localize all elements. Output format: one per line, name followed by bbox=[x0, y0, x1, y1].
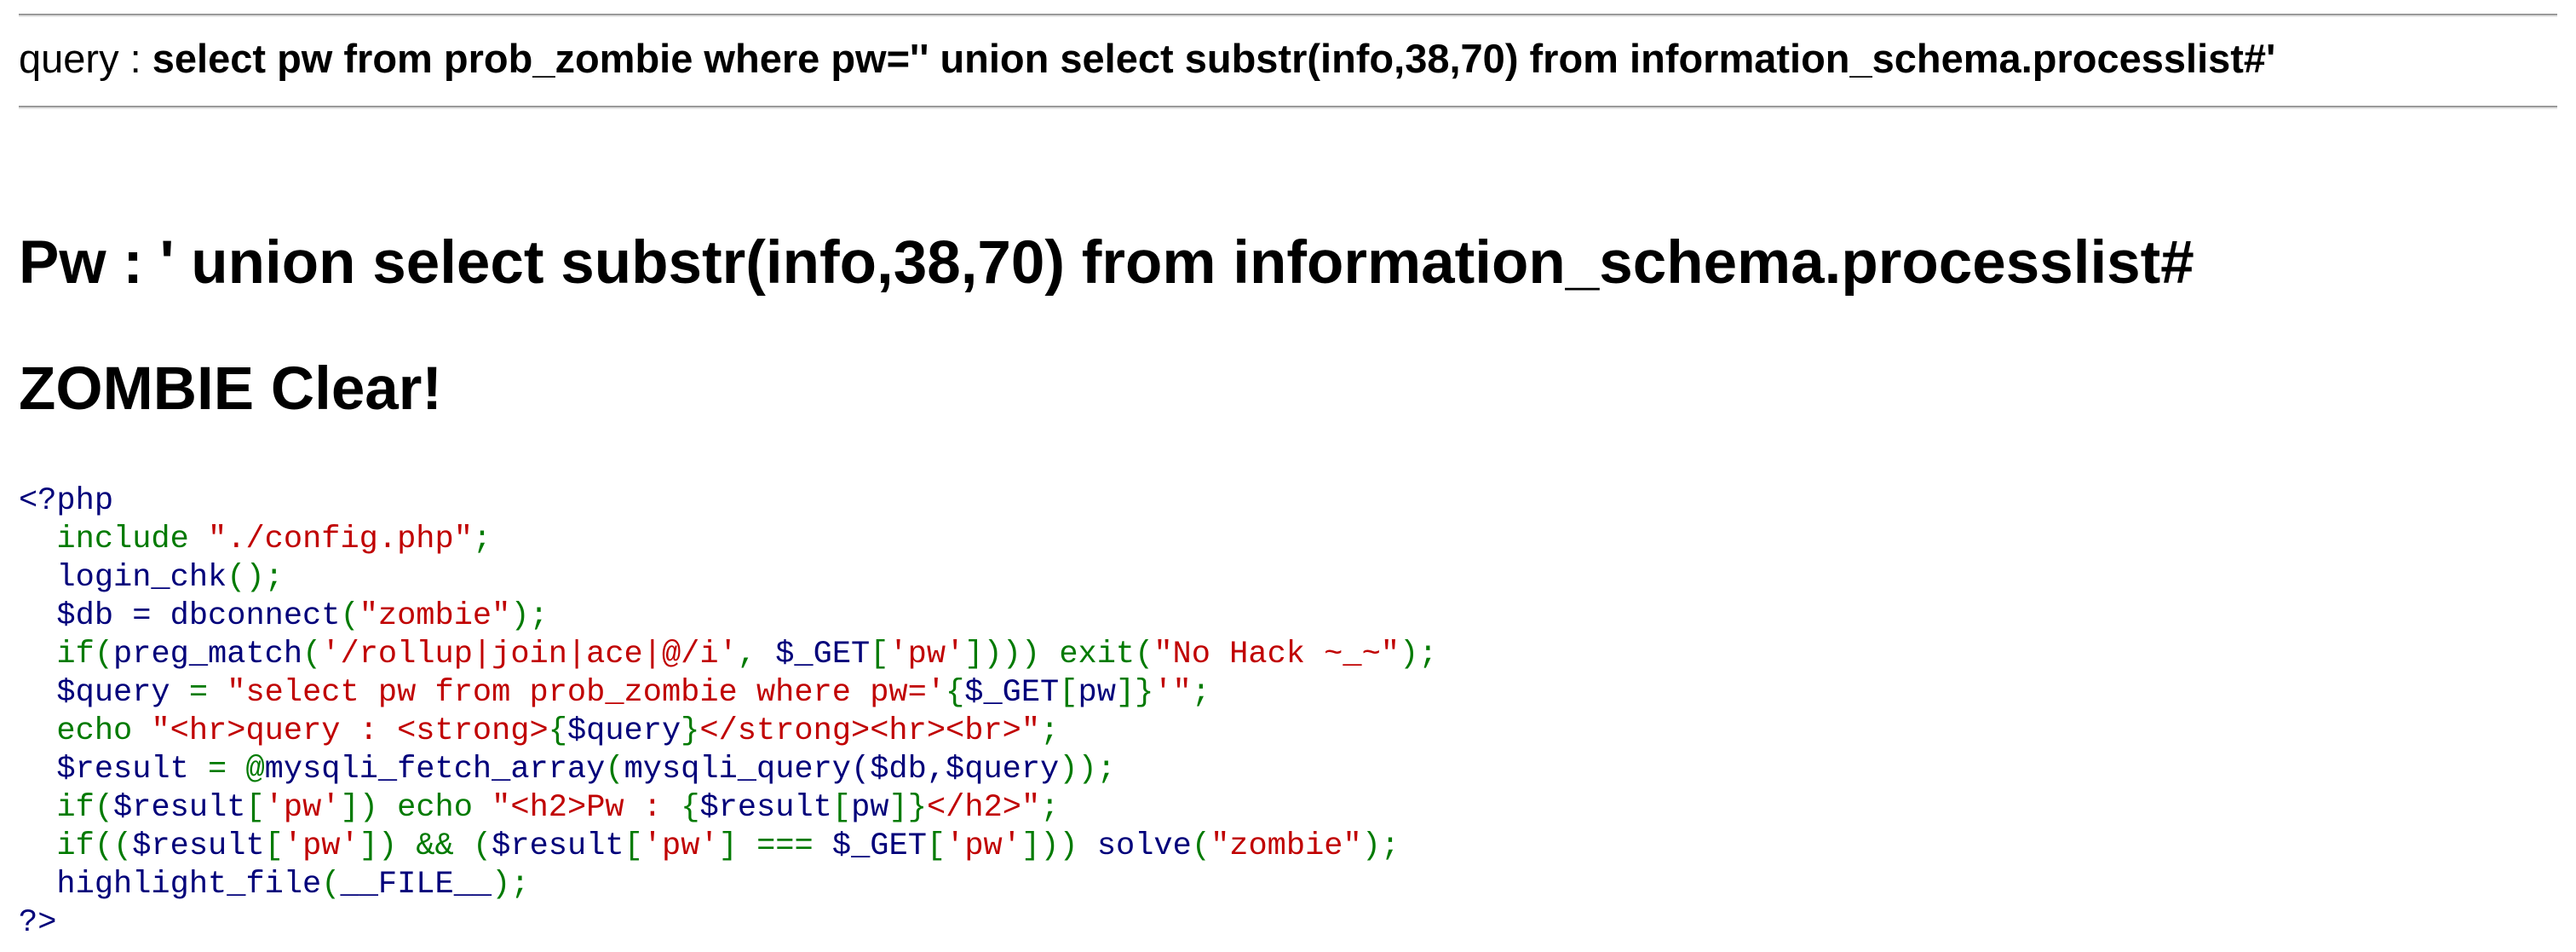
code-token: ; bbox=[1191, 675, 1210, 711]
code-token: [ bbox=[870, 637, 889, 672]
code-token: } bbox=[681, 713, 700, 749]
code-token: ( bbox=[340, 598, 359, 634]
code-token: ); bbox=[492, 867, 530, 903]
code-token: ); bbox=[1400, 637, 1438, 672]
code-token: 'pw' bbox=[283, 828, 359, 864]
code-token: [ bbox=[1059, 675, 1078, 711]
code-token: ] bbox=[1115, 675, 1136, 711]
code-token: $result bbox=[492, 828, 624, 864]
code-token: login_chk bbox=[19, 560, 227, 596]
code-token: echo bbox=[19, 713, 152, 749]
top-divider bbox=[19, 14, 2557, 17]
code-token: __FILE__ bbox=[340, 867, 492, 903]
code-token: "<hr>query : <strong> bbox=[151, 713, 549, 749]
code-token: $result bbox=[113, 790, 246, 826]
code-token: ); bbox=[510, 598, 549, 634]
code-token: mysqli_fetch_array bbox=[264, 752, 606, 788]
code-token: preg_match bbox=[113, 637, 303, 672]
code-token: ( bbox=[1191, 828, 1211, 864]
source-code: <?php include "./config.php"; login_chk(… bbox=[19, 482, 1437, 943]
code-token: $query bbox=[566, 713, 681, 749]
code-token: [ bbox=[624, 828, 643, 864]
code-token: $result bbox=[699, 790, 832, 826]
php-close-tag: ?> bbox=[19, 905, 57, 941]
code-token: = bbox=[188, 675, 227, 711]
code-token: ( bbox=[321, 867, 341, 903]
code-token: ; bbox=[1040, 713, 1060, 749]
code-token: 'pw' bbox=[946, 828, 1021, 864]
query-text: select pw from prob_zombie where pw='' u… bbox=[152, 36, 2276, 81]
code-token: ] bbox=[888, 790, 908, 826]
code-token: )); bbox=[1059, 752, 1116, 788]
code-token: "select pw from prob_zombie where pw=' bbox=[227, 675, 946, 711]
code-token: (); bbox=[227, 560, 284, 596]
code-token: '/rollup|join|ace|@/i' bbox=[321, 637, 738, 672]
code-token: ( bbox=[605, 752, 624, 788]
code-token: if( bbox=[19, 637, 114, 672]
code-token: highlight_file bbox=[19, 867, 322, 903]
code-token: )) bbox=[1040, 828, 1097, 864]
bottom-divider bbox=[19, 106, 2557, 109]
code-token: $_GET bbox=[831, 828, 927, 864]
code-token: ] bbox=[340, 790, 359, 826]
code-token: ] bbox=[359, 828, 378, 864]
code-token: { bbox=[548, 713, 567, 749]
code-token: [ bbox=[926, 828, 946, 864]
code-token: "./config.php" bbox=[208, 522, 473, 557]
code-token: 'pw' bbox=[888, 637, 965, 672]
code-token: ] bbox=[964, 637, 984, 672]
code-token: { bbox=[946, 675, 965, 711]
code-token: $result bbox=[132, 828, 265, 864]
code-token: $_GET bbox=[775, 637, 871, 672]
code-token: $result bbox=[19, 752, 209, 788]
code-token: } bbox=[907, 790, 927, 826]
code-token: ) && ( bbox=[377, 828, 492, 864]
code-token: ; bbox=[472, 522, 492, 557]
code-token: solve bbox=[1096, 828, 1192, 864]
code-token: mysqli_query bbox=[624, 752, 852, 788]
query-display: query : select pw from prob_zombie where… bbox=[19, 32, 2275, 85]
code-token: pw bbox=[1078, 675, 1116, 711]
code-token: "No Hack ~_~" bbox=[1153, 637, 1400, 672]
code-token: ($db,$query bbox=[851, 752, 1060, 788]
code-token: { bbox=[681, 790, 700, 826]
code-token: ; bbox=[1040, 790, 1060, 826]
code-token: 'pw' bbox=[642, 828, 719, 864]
code-token: "<h2>Pw : bbox=[492, 790, 681, 826]
code-token: } bbox=[1135, 675, 1154, 711]
code-token: [ bbox=[245, 790, 265, 826]
code-token: include bbox=[19, 522, 209, 557]
code-token: $db = dbconnect bbox=[19, 598, 341, 634]
code-token: ] === bbox=[718, 828, 832, 864]
code-token: ))) exit( bbox=[983, 637, 1154, 672]
code-token: [ bbox=[831, 790, 852, 826]
code-token: $_GET bbox=[964, 675, 1060, 711]
code-token: , bbox=[737, 637, 776, 672]
clear-heading: ZOMBIE Clear! bbox=[19, 355, 443, 423]
php-open-tag: <?php bbox=[19, 483, 114, 519]
code-token: </strong><hr><br>" bbox=[699, 713, 1041, 749]
code-token: ( bbox=[302, 637, 322, 672]
code-token: </h2>" bbox=[926, 790, 1041, 826]
code-token: "zombie" bbox=[1210, 828, 1362, 864]
code-token: ) echo bbox=[359, 790, 492, 826]
query-label: query : bbox=[19, 36, 152, 81]
code-token: $query bbox=[19, 675, 189, 711]
result-heading: Pw : ' union select substr(info,38,70) f… bbox=[19, 229, 2194, 297]
code-token: 'pw' bbox=[264, 790, 341, 826]
code-token: "zombie" bbox=[359, 598, 511, 634]
code-token: [ bbox=[264, 828, 284, 864]
code-token: pw bbox=[851, 790, 889, 826]
code-token: if( bbox=[19, 790, 114, 826]
code-token: ] bbox=[1021, 828, 1041, 864]
code-token: if(( bbox=[19, 828, 133, 864]
code-token: = @ bbox=[208, 752, 265, 788]
code-token: '" bbox=[1153, 675, 1192, 711]
code-token: ); bbox=[1361, 828, 1400, 864]
